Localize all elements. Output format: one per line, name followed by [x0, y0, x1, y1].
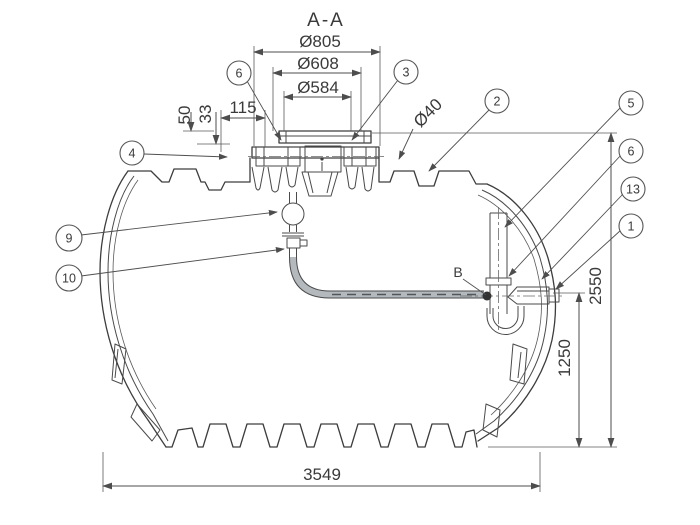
dim-1250: 1250: [555, 339, 574, 377]
balloon-2: [484, 88, 510, 114]
balloon-6-right: [618, 138, 644, 164]
dim-40: Ø40: [410, 95, 446, 131]
dia40-callout: Ø40: [398, 95, 446, 160]
internal-pipework: [281, 192, 564, 335]
balloon-4: [119, 140, 145, 166]
dim-805: Ø805: [299, 32, 341, 51]
balloon-6-top: [226, 60, 252, 86]
balloon-1: [618, 213, 644, 239]
section-title: A-A: [307, 10, 345, 31]
u-trap: [486, 306, 525, 335]
balloon-10-label: 10: [62, 272, 76, 286]
dim-608: Ø608: [297, 54, 339, 73]
balloon-2-label: 2: [494, 95, 501, 109]
manhole-assembly: [248, 130, 384, 197]
leader-lines: [80, 79, 624, 296]
float-ball: [281, 202, 305, 226]
detail-label-b: B: [453, 264, 462, 280]
left-dimensions: 50 33 115: [175, 98, 266, 152]
dim-3549: 3549: [303, 465, 341, 484]
dim-2550: 2550: [586, 267, 605, 305]
dim-115: 115: [229, 98, 256, 117]
tank-outline: [99, 157, 557, 448]
balloon-callouts: 6 3 2 5 6 13 1 4 9 10: [55, 59, 646, 292]
dim-584: Ø584: [297, 78, 339, 97]
balloon-9-label: 9: [66, 232, 73, 246]
bottom-dimension: 3549: [102, 452, 541, 492]
connection-point-b: [482, 291, 492, 301]
balloon-10: [55, 264, 83, 292]
balloon-6-top-label: 6: [236, 67, 243, 81]
dim-33: 33: [196, 105, 215, 124]
balloon-1-label: 1: [628, 220, 635, 234]
manhole-collar: [251, 146, 380, 159]
outlet-fitting: [507, 286, 550, 305]
balloon-13: [620, 176, 646, 202]
balloon-13-label: 13: [626, 183, 640, 197]
outlet-spigot: [548, 288, 560, 303]
balloon-3: [393, 59, 419, 85]
dim-50: 50: [175, 106, 194, 125]
balloon-9: [55, 224, 83, 252]
balloon-5-label: 5: [628, 97, 635, 111]
balloon-3-label: 3: [403, 66, 410, 80]
balloon-5: [618, 90, 644, 116]
balloon-6-right-label: 6: [628, 145, 635, 159]
balloon-4-label: 4: [129, 147, 136, 161]
float-valve: [286, 237, 301, 249]
right-dimensions: 2550 1250: [372, 132, 617, 448]
top-dimensions: A-A Ø805 Ø608 Ø584: [253, 10, 381, 146]
